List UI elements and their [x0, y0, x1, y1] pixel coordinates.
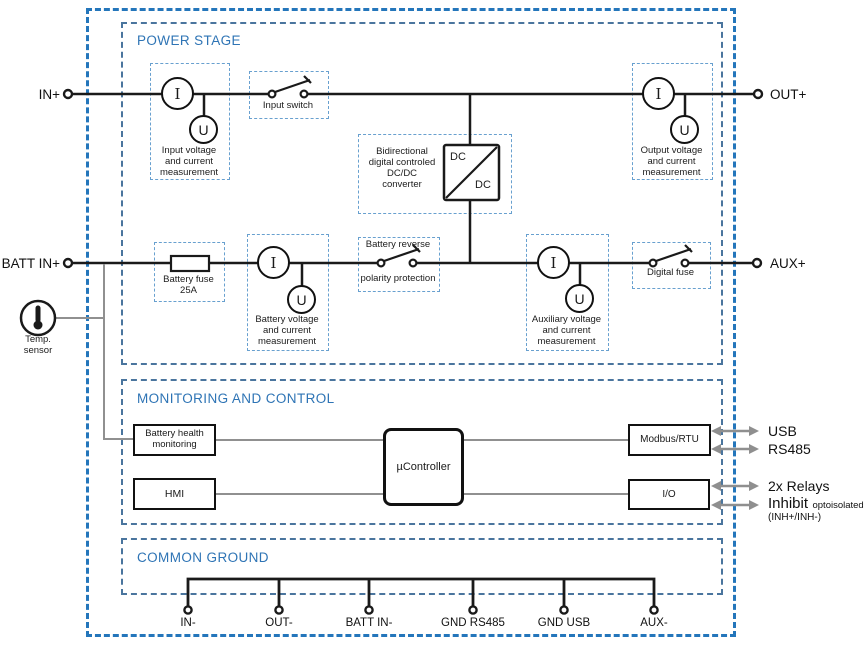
inhibit-note: optoisolated [812, 500, 864, 511]
power-stage-title: POWER STAGE [137, 33, 241, 48]
io-block: I/O [628, 479, 710, 510]
relays-label: 2x Relays [768, 478, 830, 494]
digital-fuse-label: Digital fuse [647, 267, 694, 278]
aux-voltage-meter: U [565, 284, 594, 313]
ground-terminal-label-out: OUT- [265, 617, 293, 629]
input-switch-symbol [267, 75, 312, 99]
battery-measurement-box [247, 234, 329, 351]
in-plus-label: IN+ [38, 87, 60, 102]
control-wires [56, 264, 628, 495]
reverse-polarity-switch-symbol [376, 244, 421, 268]
external-io-arrows [711, 426, 759, 510]
inhibit-label-row: Inhibit optoisolated [768, 495, 864, 513]
ground-bus [186, 577, 656, 606]
aux-measurement-box [526, 234, 609, 351]
device-outline [86, 8, 736, 637]
aux-measurement-label: Auxiliary voltage and current measuremen… [531, 314, 602, 347]
battery-measurement-label: Battery voltage and current measurement [255, 314, 319, 347]
dcdc-top-label: DC [450, 151, 466, 163]
meter-letter: U [198, 121, 209, 138]
meter-letter: I [270, 253, 277, 272]
aux-current-meter: I [537, 246, 570, 279]
output-measurement-label: Output voltage and current measurement [640, 145, 703, 178]
dcdc-bottom-label: DC [475, 179, 491, 191]
temp-sensor-icon [19, 299, 57, 337]
input-voltage-meter: U [189, 115, 218, 144]
meter-letter: U [296, 291, 307, 308]
dcdc-converter-label: Bidirectional digital controled DC/DC co… [368, 146, 436, 190]
power-stage-section [121, 22, 723, 365]
microcontroller-block: µController [383, 428, 464, 506]
reverse-polarity-top-label: Battery reverse [365, 239, 431, 250]
common-ground-section [121, 538, 723, 595]
batt-in-plus-label: BATT IN+ [1, 256, 60, 271]
digital-fuse-box [632, 242, 711, 289]
input-current-meter: I [161, 77, 194, 110]
common-ground-title: COMMON GROUND [137, 550, 269, 565]
battery-voltage-meter: U [287, 285, 316, 314]
monitoring-section [121, 379, 723, 525]
ground-terminal-label-gnd-usb: GND USB [537, 617, 591, 629]
meter-letter: I [655, 84, 662, 103]
reverse-polarity-bottom-label: polarity protection [360, 273, 436, 284]
battery-health-block: Battery health monitoring [133, 424, 216, 456]
modbus-block: Modbus/RTU [628, 424, 711, 456]
hmi-block: HMI [133, 478, 216, 510]
out-plus-label: OUT+ [770, 87, 807, 102]
output-voltage-meter: U [670, 115, 699, 144]
meter-letter: U [679, 121, 690, 138]
ground-terminal-label-batt: BATT IN- [345, 617, 393, 629]
digital-fuse-switch-symbol [648, 244, 693, 268]
input-measurement-label: Input voltage and current measurement [159, 145, 219, 178]
rs485-label: RS485 [768, 441, 811, 457]
inhibit-label: Inhibit [768, 495, 809, 512]
battery-fuse-symbol [169, 254, 211, 273]
battery-current-meter: I [257, 246, 290, 279]
battery-fuse-box [154, 242, 225, 302]
output-current-meter: I [642, 77, 675, 110]
reverse-polarity-box [358, 237, 440, 292]
meter-letter: I [550, 253, 557, 272]
aux-plus-label: AUX+ [770, 256, 806, 271]
input-switch-label: Input switch [262, 100, 314, 111]
dcdc-converter-symbol [442, 143, 501, 202]
output-measurement-box [632, 63, 713, 180]
monitoring-title: MONITORING AND CONTROL [137, 391, 335, 406]
meter-letter: I [174, 84, 181, 103]
usb-label: USB [768, 423, 797, 439]
dcdc-converter-box [358, 134, 512, 214]
ground-terminal-label-gnd-rs485: GND RS485 [441, 617, 505, 629]
temp-sensor-label: Temp. sensor [23, 334, 53, 356]
battery-fuse-label: Battery fuse 25A [163, 274, 214, 296]
ground-terminal-label-in: IN- [180, 617, 196, 629]
meter-letter: U [574, 290, 585, 307]
input-measurement-box [150, 63, 230, 180]
ground-terminal-label-aux: AUX- [640, 617, 668, 629]
terminal-circles [62, 88, 764, 615]
inhibit-sub-label: (INH+/INH-) [768, 512, 822, 523]
power-wires [70, 92, 756, 288]
